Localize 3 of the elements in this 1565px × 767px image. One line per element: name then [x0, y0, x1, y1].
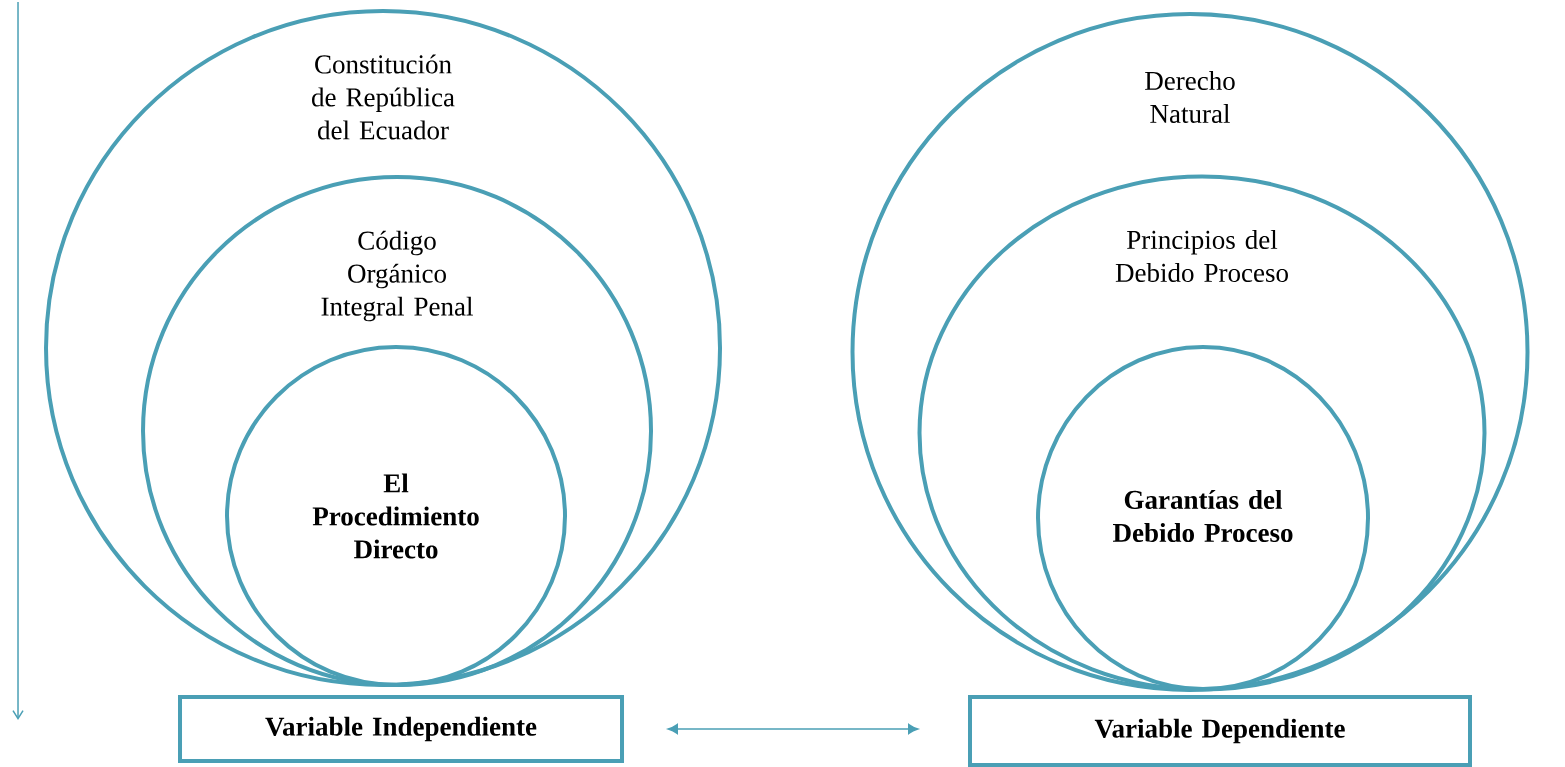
- variable-box: Variable Independiente: [178, 695, 624, 763]
- arrow: [667, 723, 919, 735]
- variable-box: Variable Dependiente: [968, 695, 1472, 767]
